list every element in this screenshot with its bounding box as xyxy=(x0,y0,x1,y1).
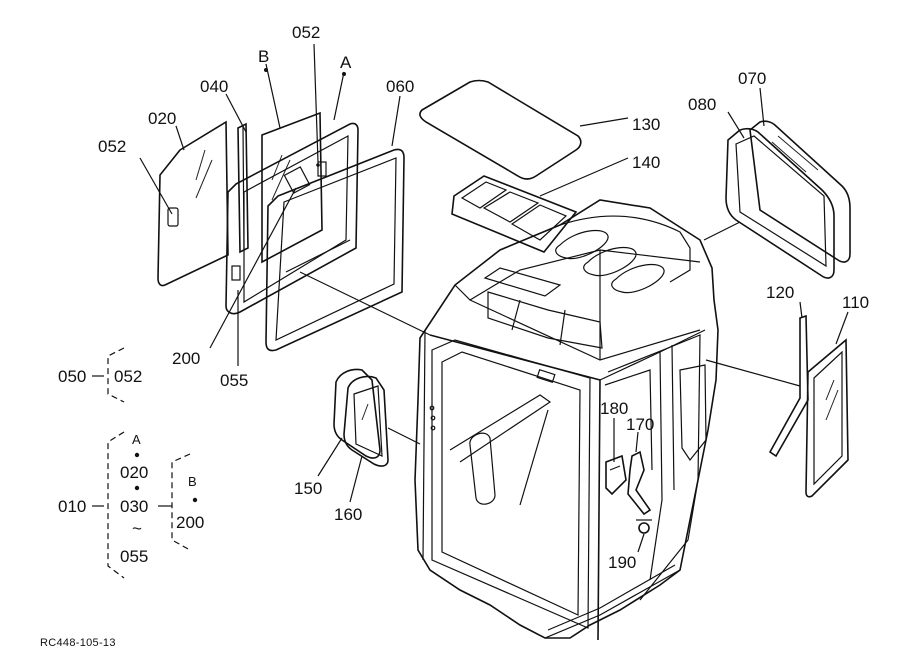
callout-080: 080 xyxy=(688,95,716,114)
callout-052-top: 052 xyxy=(292,23,320,42)
part-190-bolt xyxy=(636,519,652,534)
part-030-window xyxy=(261,111,323,264)
callout-060: 060 xyxy=(386,77,414,96)
callout-055: 055 xyxy=(220,371,248,390)
part-040-strip xyxy=(237,122,249,254)
callout-040: 040 xyxy=(200,77,228,96)
legend-010-B: B xyxy=(188,474,197,489)
assembly-legend: 050 052 010 A 020 030 ~ 055 B 200 xyxy=(58,347,204,579)
legend-010-055: 055 xyxy=(120,547,148,566)
part-080-seal xyxy=(725,127,835,279)
part-130-roof-glass xyxy=(419,79,582,180)
leader-lines xyxy=(139,43,849,553)
callout-020: 020 xyxy=(148,109,176,128)
callout-180: 180 xyxy=(600,399,628,418)
cab-body xyxy=(414,199,719,641)
part-020-glass xyxy=(157,120,229,287)
callout-110: 110 xyxy=(842,293,869,312)
callout-130: 130 xyxy=(632,115,660,134)
callout-200: 200 xyxy=(172,349,200,368)
part-170-lever xyxy=(627,450,652,516)
callout-120: 120 xyxy=(766,283,794,302)
callout-170: 170 xyxy=(626,415,654,434)
callout-160: 160 xyxy=(334,505,362,524)
legend-010-tilde: ~ xyxy=(132,519,142,538)
part-160-window xyxy=(343,375,389,467)
legend-010-030: 030 xyxy=(120,497,148,516)
legend-010-A: A xyxy=(132,432,141,447)
reference-code: RC448-105-13 xyxy=(40,637,116,649)
callout-190: 190 xyxy=(608,553,636,572)
part-120-strip xyxy=(768,314,809,458)
legend-010-200: 200 xyxy=(176,513,204,532)
legend-010-parent: 010 xyxy=(58,497,86,516)
callout-052-left: 052 xyxy=(98,137,126,156)
part-110-window xyxy=(805,338,849,498)
callout-B-top: B xyxy=(258,47,269,66)
callout-150: 150 xyxy=(294,479,322,498)
part-140-roof-seal xyxy=(451,175,578,253)
callout-A-top: A xyxy=(340,53,352,72)
part-150-seal xyxy=(333,368,381,459)
legend-050-child: 052 xyxy=(114,367,142,386)
part-sliding-frame xyxy=(225,122,359,315)
part-180-latch xyxy=(605,454,627,496)
legend-050-parent: 050 xyxy=(58,367,86,386)
callout-070: 070 xyxy=(738,69,766,88)
callout-140: 140 xyxy=(632,153,660,172)
legend-010-020: 020 xyxy=(120,463,148,482)
part-070-window xyxy=(749,120,851,263)
part-060-seal xyxy=(265,148,405,352)
callout-labels: 052 A B 040 020 052 060 200 055 130 140 … xyxy=(98,23,869,572)
